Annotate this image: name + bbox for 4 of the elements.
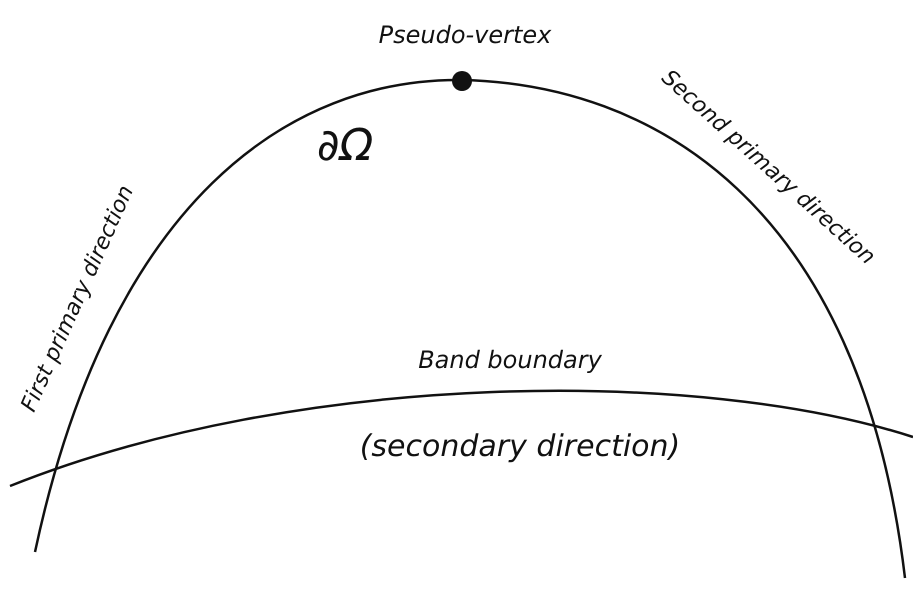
point-label: Pseudo-vertex — [378, 20, 552, 50]
curve-label: Band boundary — [417, 345, 603, 375]
curve-label: (secondary direction) — [358, 428, 682, 466]
boundary-symbol: ∂Ω — [316, 119, 374, 173]
